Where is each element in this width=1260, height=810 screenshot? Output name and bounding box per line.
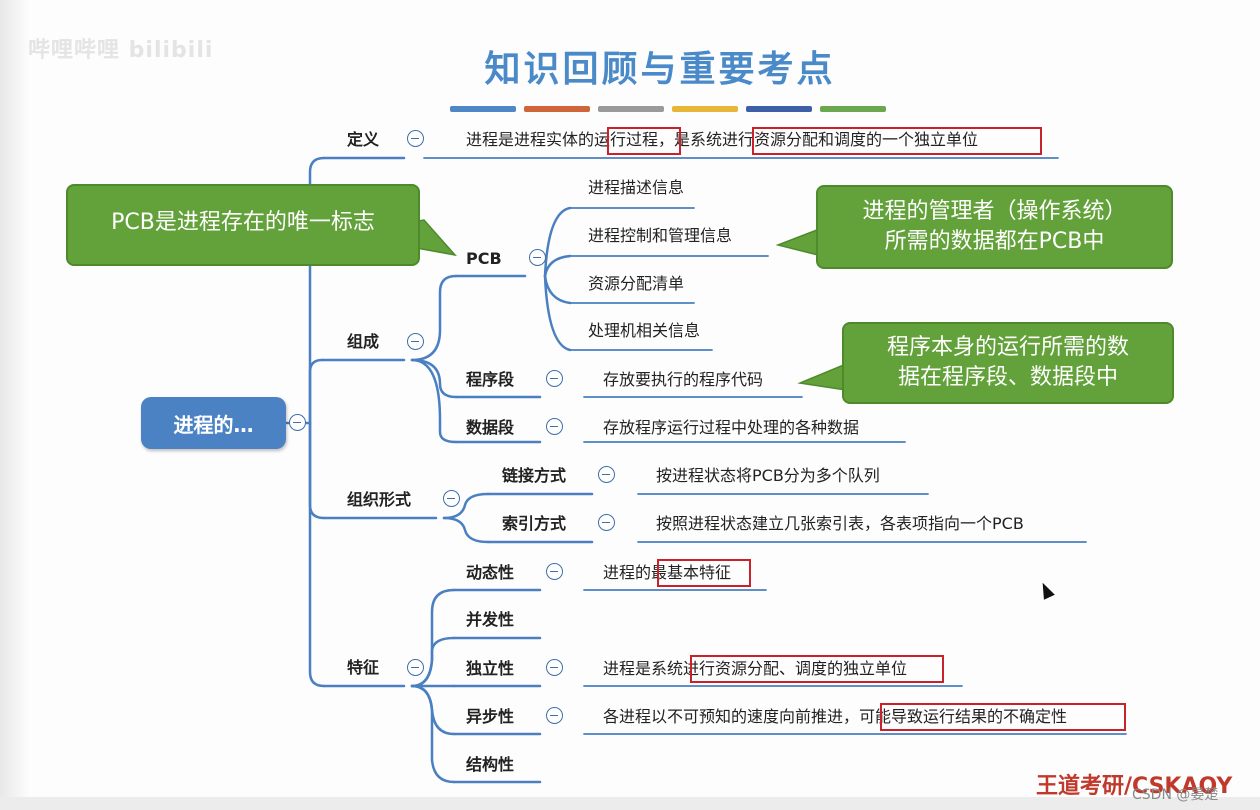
definition-highlight-1: 运行过程 [594, 130, 659, 149]
watermark: 哔哩哔哩 bilibili [28, 38, 214, 63]
dynamic-collapse-icon[interactable] [546, 563, 563, 580]
root-collapse-icon[interactable] [289, 414, 306, 431]
asynchronous-highlight: 可能导致运行结果的不确定性 [859, 707, 1068, 726]
branch-features-label: 特征 [347, 658, 380, 677]
independent-label: 独立性 [466, 659, 515, 678]
program-segment-text: 存放要执行的程序代码 [603, 370, 764, 389]
pcb-item: 资源分配清单 [588, 274, 685, 293]
callout-program-line1: 程序本身的运行所需的数 [886, 335, 1129, 360]
highlight-box [752, 127, 1042, 155]
callout-pcb-unique-text: PCB是进程存在的唯一标志 [111, 210, 375, 235]
branch-composition-label: 组成 [347, 332, 380, 351]
linked-label: 链接方式 [502, 466, 567, 485]
definition-text-pre: 进程是进程实体的 [466, 130, 595, 149]
independent-collapse-icon[interactable] [546, 659, 563, 676]
independent-text-pre: 进程是系统 [603, 659, 684, 678]
dynamic-label: 动态性 [466, 563, 515, 582]
pcb-collapse-icon[interactable] [529, 249, 546, 266]
definition-collapse-icon[interactable] [407, 130, 424, 147]
asynchronous-collapse-icon[interactable] [546, 707, 563, 724]
indexed-text: 按照进程状态建立几张索引表，各表项指向一个PCB [656, 514, 1024, 533]
definition-text: 进程是进程实体的运行过程，是系统进行资源分配和调度的一个独立单位 [466, 130, 978, 150]
root-node[interactable]: 进程的… [141, 397, 286, 449]
data-segment-text: 存放程序运行过程中处理的各种数据 [603, 418, 860, 437]
highlight-box [607, 127, 681, 155]
program-segment-label: 程序段 [466, 370, 515, 389]
structural-label: 结构性 [466, 755, 515, 774]
highlight-box [880, 703, 1126, 731]
dynamic-text: 进程的最基本特征 [603, 563, 731, 583]
color-bar-segment [450, 106, 516, 112]
data-segment-collapse-icon[interactable] [546, 418, 563, 435]
dynamic-text-pre: 进程的 [603, 563, 652, 582]
csdn-watermark: CSDN @晏楚 [1132, 787, 1219, 803]
indexed-collapse-icon[interactable] [598, 514, 615, 531]
color-bar-segment [672, 106, 738, 112]
linked-collapse-icon[interactable] [598, 466, 615, 483]
definition-text-mid: ，是系统 [658, 130, 723, 149]
organization-collapse-icon[interactable] [443, 490, 460, 507]
callout-program-line2: 据在程序段、数据段中 [897, 365, 1118, 390]
independent-highlight: 进行资源分配、调度的独立单位 [683, 659, 908, 678]
branch-organization-label: 组织形式 [347, 490, 412, 509]
color-bar [450, 106, 886, 112]
bottom-edge [0, 797, 1260, 810]
color-bar-segment [820, 106, 886, 112]
pcb-label: PCB [466, 249, 502, 268]
color-bar-segment [524, 106, 590, 112]
callout-program: 程序本身的运行所需的数据在程序段、数据段中 [842, 322, 1174, 404]
asynchronous-text: 各进程以不可预知的速度向前推进，可能导致运行结果的不确定性 [603, 707, 1067, 727]
slide-title: 知识回顾与重要考点 [484, 49, 836, 90]
branch-definition-label: 定义 [347, 130, 380, 149]
concurrent-label: 并发性 [466, 610, 515, 629]
highlight-box [690, 655, 944, 683]
asynchronous-text-pre: 各进程以不可预知的速度向前推进， [603, 707, 860, 726]
callout-manager-line1: 进程的管理者（操作系统） [862, 199, 1127, 224]
highlight-box [657, 559, 751, 587]
linked-text: 按进程状态将PCB分为多个队列 [656, 466, 880, 485]
credit-text: 王道考研/CSKAOY [1036, 774, 1233, 799]
pcb-item: 处理机相关信息 [588, 321, 701, 340]
color-bar-segment [746, 106, 812, 112]
left-edge-shadow [0, 0, 30, 810]
indexed-label: 索引方式 [502, 514, 567, 533]
pcb-item: 进程描述信息 [588, 178, 685, 197]
color-bar-segment [598, 106, 664, 112]
callout-pcb-unique: PCB是进程存在的唯一标志 [66, 184, 420, 266]
definition-highlight-2: 进行资源分配和调度的一个独立单位 [722, 130, 979, 149]
pcb-item: 进程控制和管理信息 [588, 226, 733, 245]
composition-collapse-icon[interactable] [407, 333, 424, 350]
asynchronous-label: 异步性 [466, 707, 515, 726]
callout-manager: 进程的管理者（操作系统） 所需的数据都在PCB中 [816, 185, 1173, 269]
callout-manager-line2: 所需的数据都在PCB中 [884, 229, 1105, 254]
dynamic-highlight: 最基本特征 [651, 563, 732, 582]
program-segment-collapse-icon[interactable] [546, 370, 563, 387]
independent-text: 进程是系统进行资源分配、调度的独立单位 [603, 659, 907, 679]
data-segment-label: 数据段 [466, 418, 515, 437]
root-label: 进程的… [173, 412, 254, 437]
features-collapse-icon[interactable] [407, 659, 424, 676]
